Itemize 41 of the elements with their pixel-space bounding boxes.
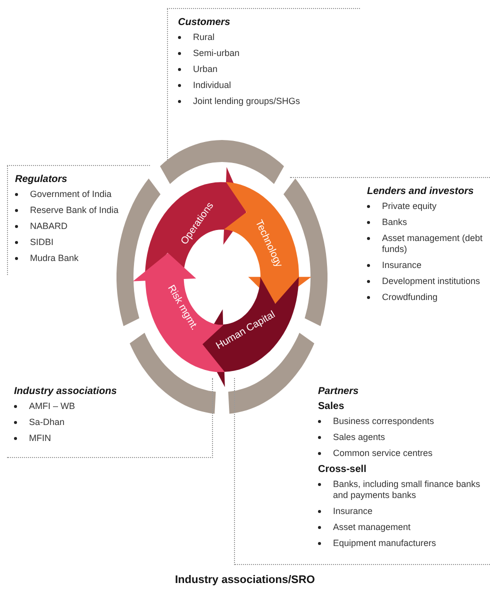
caption: Industry associations/SRO bbox=[175, 573, 315, 588]
list-item: Insurance bbox=[333, 506, 373, 517]
subheading: Cross-sell bbox=[318, 464, 368, 476]
ring-arc bbox=[130, 332, 216, 414]
panel-heading: Customers bbox=[178, 17, 232, 29]
list-item: NABARD bbox=[30, 221, 68, 232]
list-item: Reserve Bank of India bbox=[30, 205, 119, 216]
stakeholder-panel bbox=[167, 8, 360, 160]
list-item: MFIN bbox=[29, 433, 51, 444]
list-item: SIDBI bbox=[30, 237, 54, 248]
list-item: Sa-Dhan bbox=[29, 417, 65, 428]
list-item: Rural bbox=[193, 32, 215, 43]
list-item: Insurance bbox=[382, 260, 422, 271]
list-item: Government of India bbox=[30, 189, 112, 200]
list-item: Business correspondents bbox=[333, 416, 434, 427]
panel-heading: Regulators bbox=[15, 174, 68, 186]
stakeholder-panel bbox=[234, 378, 490, 565]
ring-arc bbox=[160, 140, 284, 184]
subheading: Sales bbox=[318, 401, 346, 413]
panel-heading: Industry associations bbox=[14, 386, 118, 398]
list-item: AMFI – WB bbox=[29, 401, 76, 412]
list-item: Banks bbox=[382, 217, 408, 228]
stakeholder-panel bbox=[7, 378, 213, 458]
list-item: Sales agents bbox=[333, 432, 386, 443]
list-item: Common service centres bbox=[333, 448, 433, 459]
list-item: Joint lending groups/SHGs bbox=[193, 96, 300, 107]
ring-arc bbox=[284, 178, 328, 326]
panel-heading: Lenders and investors bbox=[367, 186, 475, 198]
list-item: Asset management bbox=[333, 522, 411, 533]
list-item: Mudra Bank bbox=[30, 253, 79, 264]
ring-arc bbox=[116, 178, 160, 326]
panel-heading: Partners bbox=[318, 386, 360, 398]
list-item: Semi-urban bbox=[193, 48, 240, 59]
list-item: Asset management (debt funds) bbox=[382, 233, 484, 255]
list-item: Urban bbox=[193, 64, 218, 75]
list-item: Banks, including small finance banks and payments banks bbox=[333, 479, 482, 501]
list-item: Crowdfunding bbox=[382, 292, 438, 303]
list-item: Development institutions bbox=[382, 276, 480, 287]
list-item: Equipment manufacturers bbox=[333, 538, 436, 549]
list-item: Individual bbox=[193, 80, 232, 91]
list-item: Private equity bbox=[382, 201, 437, 212]
